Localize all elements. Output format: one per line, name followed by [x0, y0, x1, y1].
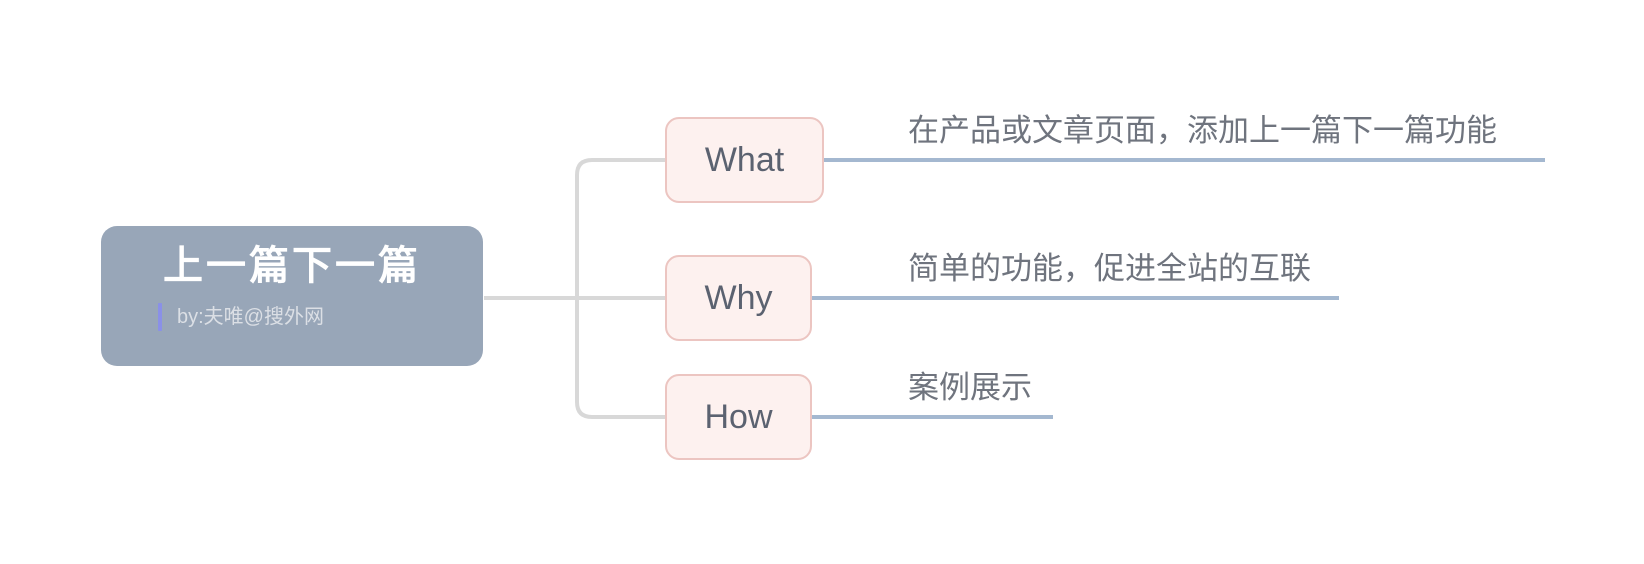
connector-trunk-to-how: [575, 298, 665, 419]
topic-node-what[interactable]: What: [665, 117, 824, 203]
topic-label-what: What: [704, 141, 785, 179]
topic-label-how: How: [704, 398, 773, 436]
byline-text: by:夫唯@搜外网: [177, 306, 324, 328]
connector-trunk-to-what: [575, 158, 665, 298]
root-topic-title: 上一篇下一篇: [163, 244, 421, 288]
topic-node-how[interactable]: How: [665, 374, 812, 460]
topic-node-why[interactable]: Why: [665, 255, 812, 341]
topic-label-why: Why: [704, 279, 773, 317]
subtopic-note-why[interactable]: 简单的功能，促进全站的互联: [908, 251, 1311, 286]
root-topic[interactable]: 上一篇下一篇 by:夫唯@搜外网: [101, 226, 483, 366]
root-byline: by:夫唯@搜外网: [158, 300, 483, 334]
subtopic-note-how[interactable]: 案例展示: [908, 370, 1032, 405]
byline-accent-bar: [158, 303, 162, 331]
subtopic-note-what[interactable]: 在产品或文章页面，添加上一篇下一篇功能: [908, 113, 1497, 148]
